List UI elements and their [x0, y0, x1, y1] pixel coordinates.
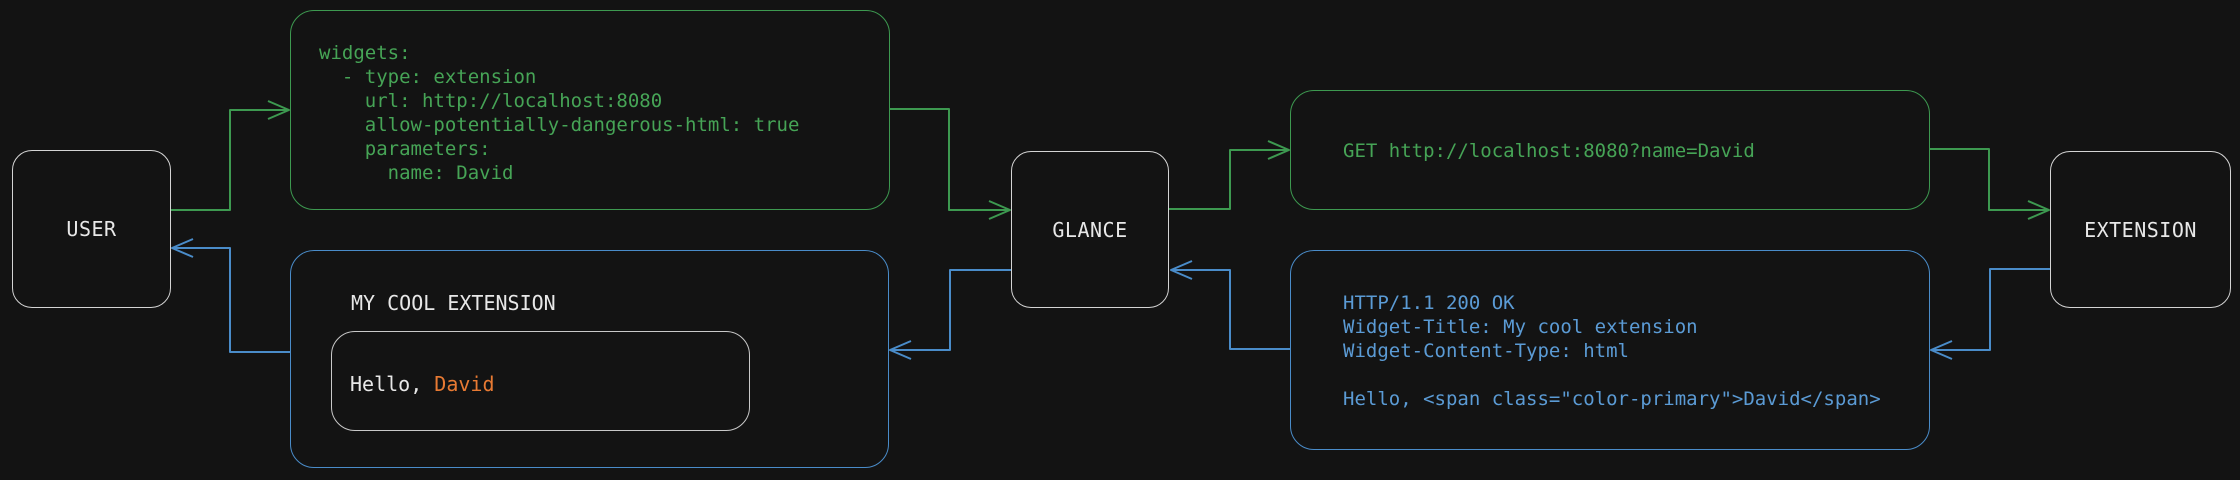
arrow-response-to-glance: [1170, 260, 1290, 350]
http-response-box: HTTP/1.1 200 OK Widget-Title: My cool ex…: [1290, 250, 1930, 450]
http-request-code: GET http://localhost:8080?name=David: [1343, 140, 1755, 162]
node-glance: GLANCE: [1011, 151, 1169, 308]
arrow-glance-to-widget: [889, 269, 1011, 360]
config-yaml-code: widgets: - type: extension url: http://l…: [319, 42, 800, 184]
arrow-widget-to-user: [171, 238, 290, 353]
widget-title: MY COOL EXTENSION: [351, 291, 556, 315]
arrow-extension-to-response: [1930, 268, 2050, 360]
node-extension-label: EXTENSION: [2084, 217, 2197, 242]
rendered-widget-box: MY COOL EXTENSION Hello, David: [290, 250, 889, 468]
widget-greeting: Hello, David: [350, 372, 495, 396]
arrow-request-to-extension: [1930, 148, 2050, 220]
greeting-prefix: Hello,: [350, 372, 435, 396]
node-user: USER: [12, 150, 171, 308]
node-user-label: USER: [66, 217, 117, 241]
node-extension: EXTENSION: [2050, 151, 2231, 308]
arrow-config-to-glance: [890, 108, 1011, 220]
widget-render-frame: Hello, David: [331, 331, 750, 431]
arrow-user-to-config: [171, 100, 290, 211]
arrow-glance-to-request: [1169, 140, 1290, 210]
http-response-code: HTTP/1.1 200 OK Widget-Title: My cool ex…: [1343, 292, 1881, 410]
http-request-box: GET http://localhost:8080?name=David: [1290, 90, 1930, 210]
greeting-name: David: [434, 372, 495, 396]
node-glance-label: GLANCE: [1052, 217, 1128, 242]
config-yaml-box: widgets: - type: extension url: http://l…: [290, 10, 890, 210]
